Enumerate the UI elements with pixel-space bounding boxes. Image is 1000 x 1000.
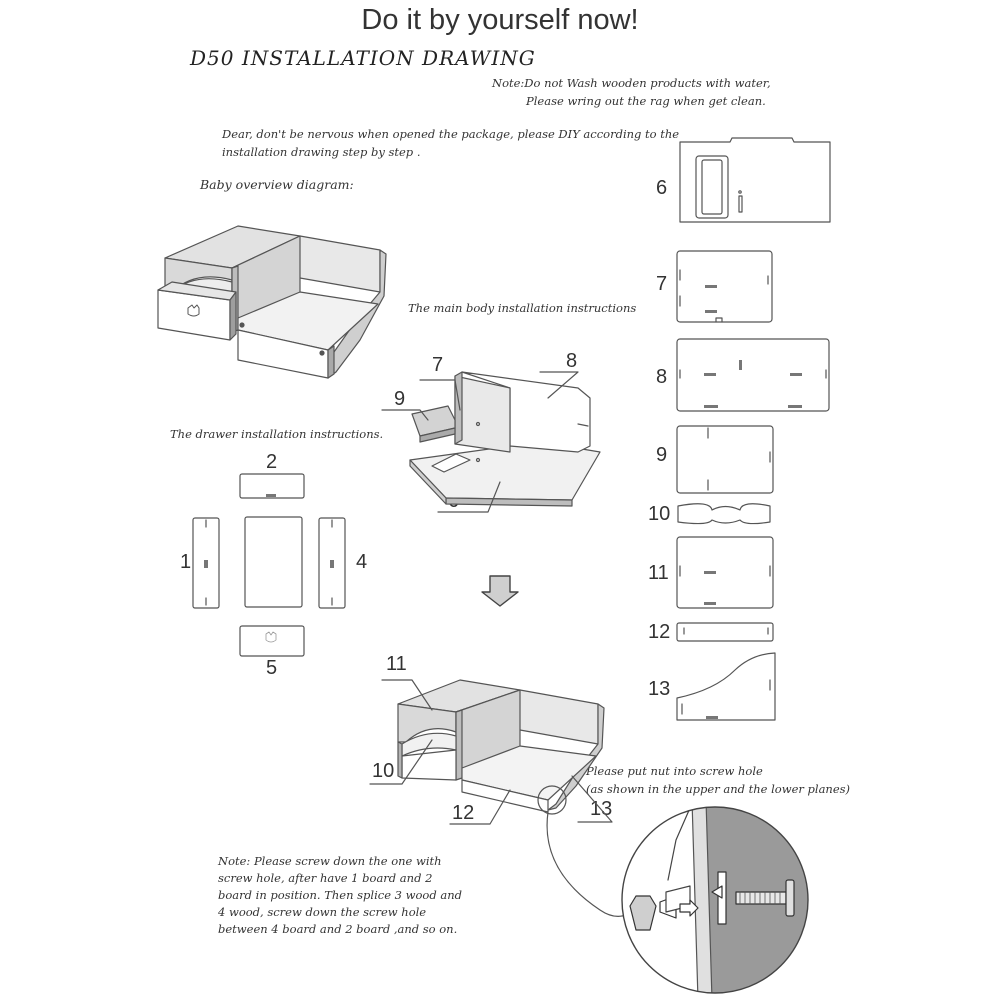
main-body-assembly (381, 371, 601, 513)
nut-note-line-1: Please put nut into screw hole (586, 764, 763, 778)
assembly-label-9: 9 (394, 388, 406, 410)
final-label-10: 10 (372, 760, 395, 782)
part-8-board (676, 338, 830, 412)
overview-assembly (157, 225, 387, 379)
screw-detail (621, 806, 809, 994)
final-label-12: 12 (452, 802, 475, 824)
page-title: Do it by yourself now! (361, 4, 639, 36)
part-label-7-right: 7 (656, 273, 668, 295)
part-11-board (676, 536, 774, 609)
bottom-note-line-4: 4 wood, screw down the screw hole (218, 905, 427, 919)
part-10-board (677, 503, 771, 525)
part-9-board (676, 425, 774, 494)
part-12-board (676, 622, 774, 642)
part-3-board (244, 516, 303, 608)
part-13-board (676, 652, 776, 721)
assembly-label-7: 7 (432, 354, 444, 376)
drawer-label: The drawer installation instructions. (170, 427, 384, 441)
intro-line-1: Dear, don't be nervous when opened the p… (222, 127, 680, 141)
part-label-5: 5 (266, 657, 278, 679)
part-label-12-right: 12 (648, 621, 671, 643)
cat-handle-icon (187, 304, 200, 317)
part-label-8-right: 8 (656, 366, 668, 388)
part-2-board (239, 473, 305, 499)
part-5-board (239, 625, 305, 657)
note-top-line-1: Note:Do not Wash wooden products with wa… (492, 76, 771, 90)
part-label-4: 4 (356, 551, 368, 573)
part-label-2: 2 (266, 451, 278, 473)
part-label-11-right: 11 (648, 562, 669, 584)
part-label-6-right: 6 (656, 177, 668, 199)
note-top-line-2: Please wring out the rag when get clean. (526, 94, 766, 108)
bottom-note-line-2: screw hole, after have 1 board and 2 (218, 871, 433, 885)
drawing-subtitle: D50 INSTALLATION DRAWING (190, 46, 536, 70)
part-label-10-right: 10 (648, 503, 671, 525)
part-label-1: 1 (180, 551, 192, 573)
bottom-note-line-1: Note: Please screw down the one with (218, 854, 442, 868)
parts-column (676, 137, 831, 721)
intro-line-2: installation drawing step by step . (222, 145, 421, 159)
nut-note-line-2: (as shown in the upper and the lower pla… (586, 782, 851, 796)
part-7-board (676, 250, 773, 323)
main-body-label: The main body installation instructions (408, 301, 637, 315)
bottom-note-line-5: between 4 board and 2 board ,and so on. (218, 922, 458, 936)
cat-handle-icon (265, 631, 277, 643)
bottom-note-line-3: board in position. Then splice 3 wood an… (218, 888, 462, 902)
final-label-11: 11 (386, 653, 407, 675)
part-label-9-right: 9 (656, 444, 668, 466)
final-assembly (369, 679, 641, 917)
drawer-parts (192, 473, 346, 657)
part-label-13-right: 13 (648, 678, 671, 700)
down-arrow-icon (481, 575, 519, 607)
assembly-label-8: 8 (566, 350, 578, 372)
overview-label: Baby overview diagram: (200, 177, 354, 192)
